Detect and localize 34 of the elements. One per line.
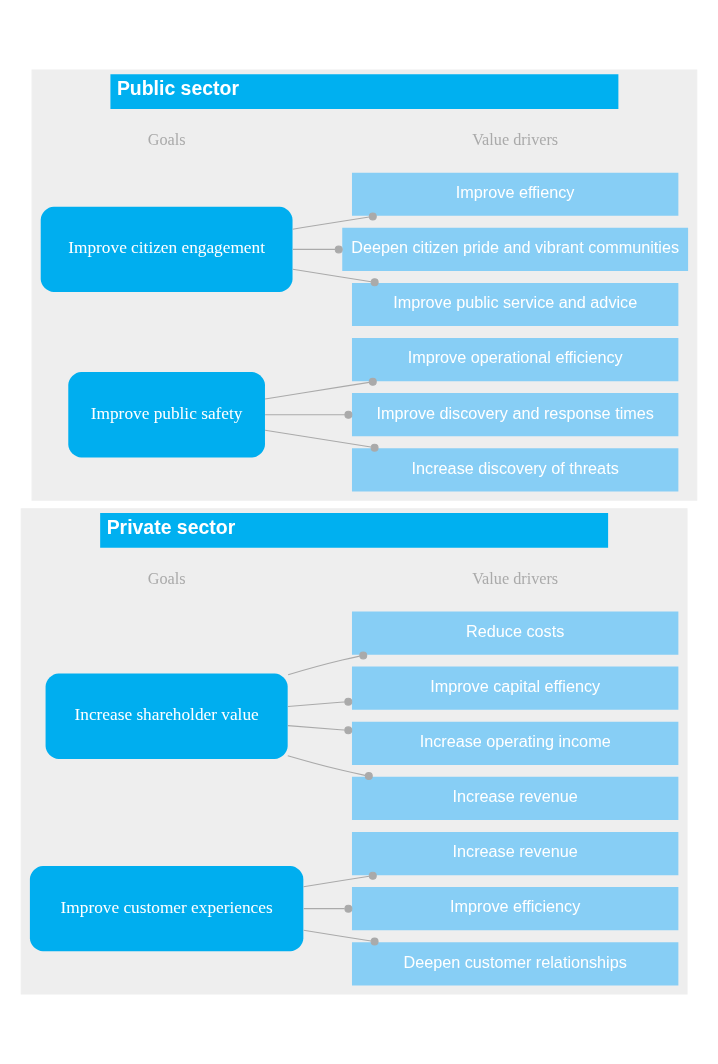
node-box: Improve discovery and response times bbox=[351, 393, 679, 437]
label: Goals bbox=[147, 569, 186, 588]
connector bbox=[287, 651, 368, 676]
connector bbox=[303, 904, 353, 913]
connector bbox=[287, 755, 373, 781]
label: Value drivers bbox=[472, 131, 559, 150]
node-box: Deepen citizen pride and vibrant communities bbox=[342, 227, 689, 271]
node-box: Increase revenue bbox=[351, 776, 679, 821]
connector bbox=[287, 697, 353, 708]
label: Goals bbox=[147, 131, 186, 150]
node-box: Deepen customer relationships bbox=[351, 942, 679, 986]
node-box: Increase shareholder value bbox=[45, 673, 288, 759]
connector bbox=[264, 410, 353, 419]
label: Value drivers bbox=[472, 569, 559, 588]
connector bbox=[292, 212, 377, 230]
node-box: Improve capital effiency bbox=[351, 666, 679, 710]
node-box: Improve effiency bbox=[351, 172, 679, 216]
node-box: Increase discovery of threats bbox=[351, 448, 679, 492]
connector bbox=[302, 871, 377, 888]
node-box: Improve operational efficiency bbox=[351, 338, 679, 382]
connector bbox=[287, 725, 353, 735]
connector bbox=[264, 377, 377, 400]
node-box: Improve public service and advice bbox=[351, 282, 679, 327]
connector bbox=[303, 929, 379, 946]
node-box: Improve public safety bbox=[68, 372, 265, 458]
connector bbox=[292, 245, 343, 254]
connector bbox=[264, 429, 379, 452]
node-box: Improve efficiency bbox=[351, 887, 679, 931]
connector bbox=[292, 268, 379, 287]
node-box: Improve citizen engagement bbox=[40, 206, 293, 293]
node-box: Increase revenue bbox=[351, 831, 679, 876]
node-box: Improve customer experiences bbox=[29, 865, 304, 952]
node-box: Increase operating income bbox=[351, 721, 679, 765]
node-box: Reduce costs bbox=[351, 611, 679, 655]
